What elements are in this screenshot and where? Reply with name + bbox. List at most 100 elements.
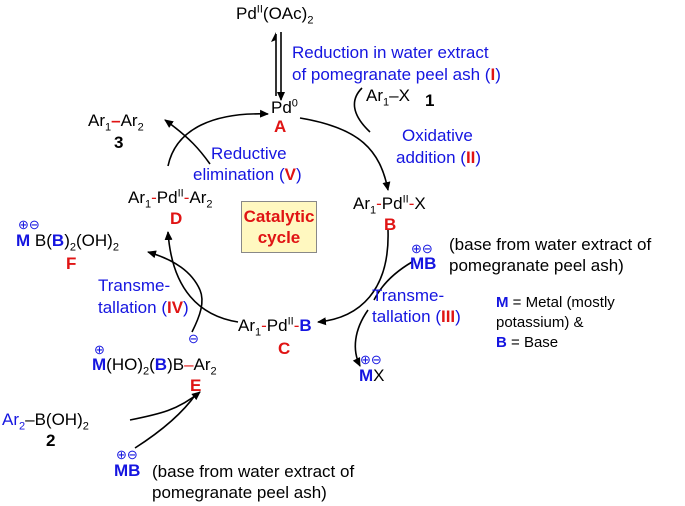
- ar2b-aryl: Ar: [2, 410, 19, 429]
- to-f-arrow: [147, 250, 201, 291]
- transmet4-line1: Transme-: [98, 276, 171, 295]
- ar2b-subscript2: 2: [82, 420, 89, 433]
- product-aryl1-subscript: 1: [105, 121, 112, 134]
- legend-b-text: = Base: [506, 334, 559, 351]
- f-plus-icon: ⊕: [18, 217, 29, 232]
- transmet3-line2: tallation (III): [372, 307, 461, 327]
- legend-base-line: B = Base: [496, 333, 558, 353]
- reduction-step-paren: ): [495, 65, 501, 84]
- intermediate-d-label: D: [170, 209, 183, 228]
- e-minus-icon: ⊖: [188, 331, 199, 346]
- pd-oac2-oxidation-state: II: [256, 3, 263, 16]
- ar2b-reagent: Ar2–B(OH)2: [2, 410, 89, 433]
- legend-metal-line2: potassium) &: [496, 314, 584, 331]
- pd0-label: Pd0: [271, 98, 298, 118]
- reduction-step-line1: Reduction in water extract: [292, 43, 489, 62]
- intermediate-b-formula: Ar1-PdII-X: [353, 193, 426, 217]
- product-aryl2-subscript: 2: [137, 121, 144, 134]
- transmet4-text: tallation (: [98, 298, 167, 317]
- ar1x-subscript: 1: [383, 96, 390, 109]
- legend-metal-line1: M = Metal (mostly: [496, 293, 615, 313]
- ar1x-halide: –X: [389, 86, 410, 105]
- catalytic-cycle-box: Catalytic cycle: [241, 201, 317, 253]
- ar1x-entry-arrow: [353, 87, 371, 133]
- intermediate-e-formula: M(HO)2(B)B–Ar2: [92, 355, 217, 378]
- mx-plus-icon: ⊕: [360, 352, 371, 367]
- transmet3-line1: Transme-: [372, 286, 445, 305]
- catalytic-cycle-line1: Catalytic: [243, 207, 315, 226]
- product-label: Ar1–Ar2: [88, 111, 144, 134]
- mb-plus-icon: ⊕: [411, 241, 422, 256]
- pd0-oxidation-state: 0: [291, 97, 298, 110]
- intermediate-f-label: F: [66, 254, 77, 273]
- compound-2-number: 2: [46, 431, 56, 450]
- reduction-arrow-up-head: [271, 32, 276, 42]
- reductive-step-line1: Reductive: [211, 144, 287, 163]
- transmet4-line2: tallation (IV): [98, 298, 189, 318]
- reduction-step-text: of pomegranate peel ash (: [292, 65, 491, 84]
- e-to-cycle-arrow: [191, 289, 203, 333]
- pd0-symbol: Pd: [271, 98, 292, 117]
- base-note-right-line1: (base from water extract of: [449, 235, 652, 254]
- legend-b-key: B: [496, 334, 507, 351]
- base-note-right-line2: pomegranate peel ash): [449, 256, 624, 275]
- reductive-step-text: elimination (: [193, 165, 285, 184]
- ar1x-reagent: Ar1–X: [366, 86, 410, 109]
- legend-m-text: = Metal (mostly: [508, 294, 615, 311]
- product-bond: –: [111, 111, 121, 130]
- pd-oac2-label: PdII(OAc)2: [236, 3, 314, 27]
- base2-entry-arrow: [134, 393, 197, 449]
- product-exit-arrow: [164, 119, 211, 165]
- reduction-step-number: I: [490, 65, 496, 84]
- base-note-bottom-line2: pomegranate peel ash): [152, 483, 327, 502]
- e-plus-icon: ⊕: [94, 342, 105, 357]
- reduction-step-line2: of pomegranate peel ash (I): [292, 65, 501, 85]
- catalytic-cycle-line2: cycle: [257, 228, 301, 247]
- f-minus-icon: ⊖: [28, 217, 40, 232]
- reductive-step-number: V: [284, 165, 296, 184]
- ar2b-subscript: 2: [19, 420, 26, 433]
- mx-minus-icon: ⊖: [370, 352, 382, 367]
- ar2b-boronic: –B(OH): [25, 410, 83, 429]
- ar2b-entry-arrow: [129, 391, 201, 421]
- cycle-arc-b-to-c: [317, 229, 389, 326]
- legend-m-key: M: [496, 294, 509, 311]
- f-formula: M B(B)2(OH)2: [16, 231, 119, 254]
- mb-charge-pair: ⊕⊖: [411, 242, 433, 255]
- compound-3-number: 3: [114, 133, 124, 152]
- transmet3-paren: ): [455, 307, 461, 326]
- mb-minus-icon: ⊖: [421, 241, 433, 256]
- product-aryl1: Ar: [88, 111, 105, 130]
- mb-label-bottom: MB: [114, 461, 141, 480]
- intermediate-d-formula: Ar1-PdII-Ar2: [128, 187, 213, 211]
- compound-1-number: 1: [425, 91, 435, 110]
- mb2-plus-icon: ⊕: [116, 447, 127, 462]
- pd-oac2-subscript: 2: [307, 14, 314, 27]
- mb2-minus-icon: ⊖: [126, 447, 138, 462]
- transmet3-number: III: [440, 307, 456, 326]
- oxidative-step-paren: ): [475, 148, 482, 167]
- intermediate-b-label: B: [384, 215, 397, 234]
- reductive-step-line2: elimination (V): [193, 165, 302, 185]
- intermediate-a-label: A: [274, 117, 287, 136]
- transmet4-paren: ): [183, 298, 189, 317]
- pd-oac2-ligand: (OAc): [262, 4, 308, 23]
- mx-byproduct: MX: [359, 366, 385, 386]
- oxidative-step-line1: Oxidative: [402, 126, 473, 145]
- oxidative-step-number: II: [465, 148, 476, 167]
- mb2-charge-pair: ⊕⊖: [116, 448, 138, 461]
- cycle-arc-c-to-d: [164, 231, 239, 323]
- mx-halide: X: [373, 366, 385, 385]
- cycle-arc-d-to-a: [167, 109, 269, 167]
- transmet4-number: IV: [166, 298, 184, 317]
- intermediate-c-label: C: [278, 339, 291, 358]
- reductive-step-paren: ): [296, 165, 302, 184]
- base-note-bottom-line1: (base from water extract of: [152, 462, 355, 481]
- oxidative-step-text: addition (: [396, 148, 466, 167]
- mb-label-right: MB: [410, 254, 437, 273]
- oxidative-step-line2: addition (II): [396, 148, 481, 168]
- intermediate-c-formula: Ar1-PdII-B: [238, 315, 312, 339]
- mx-charge-pair: ⊕⊖: [360, 353, 382, 366]
